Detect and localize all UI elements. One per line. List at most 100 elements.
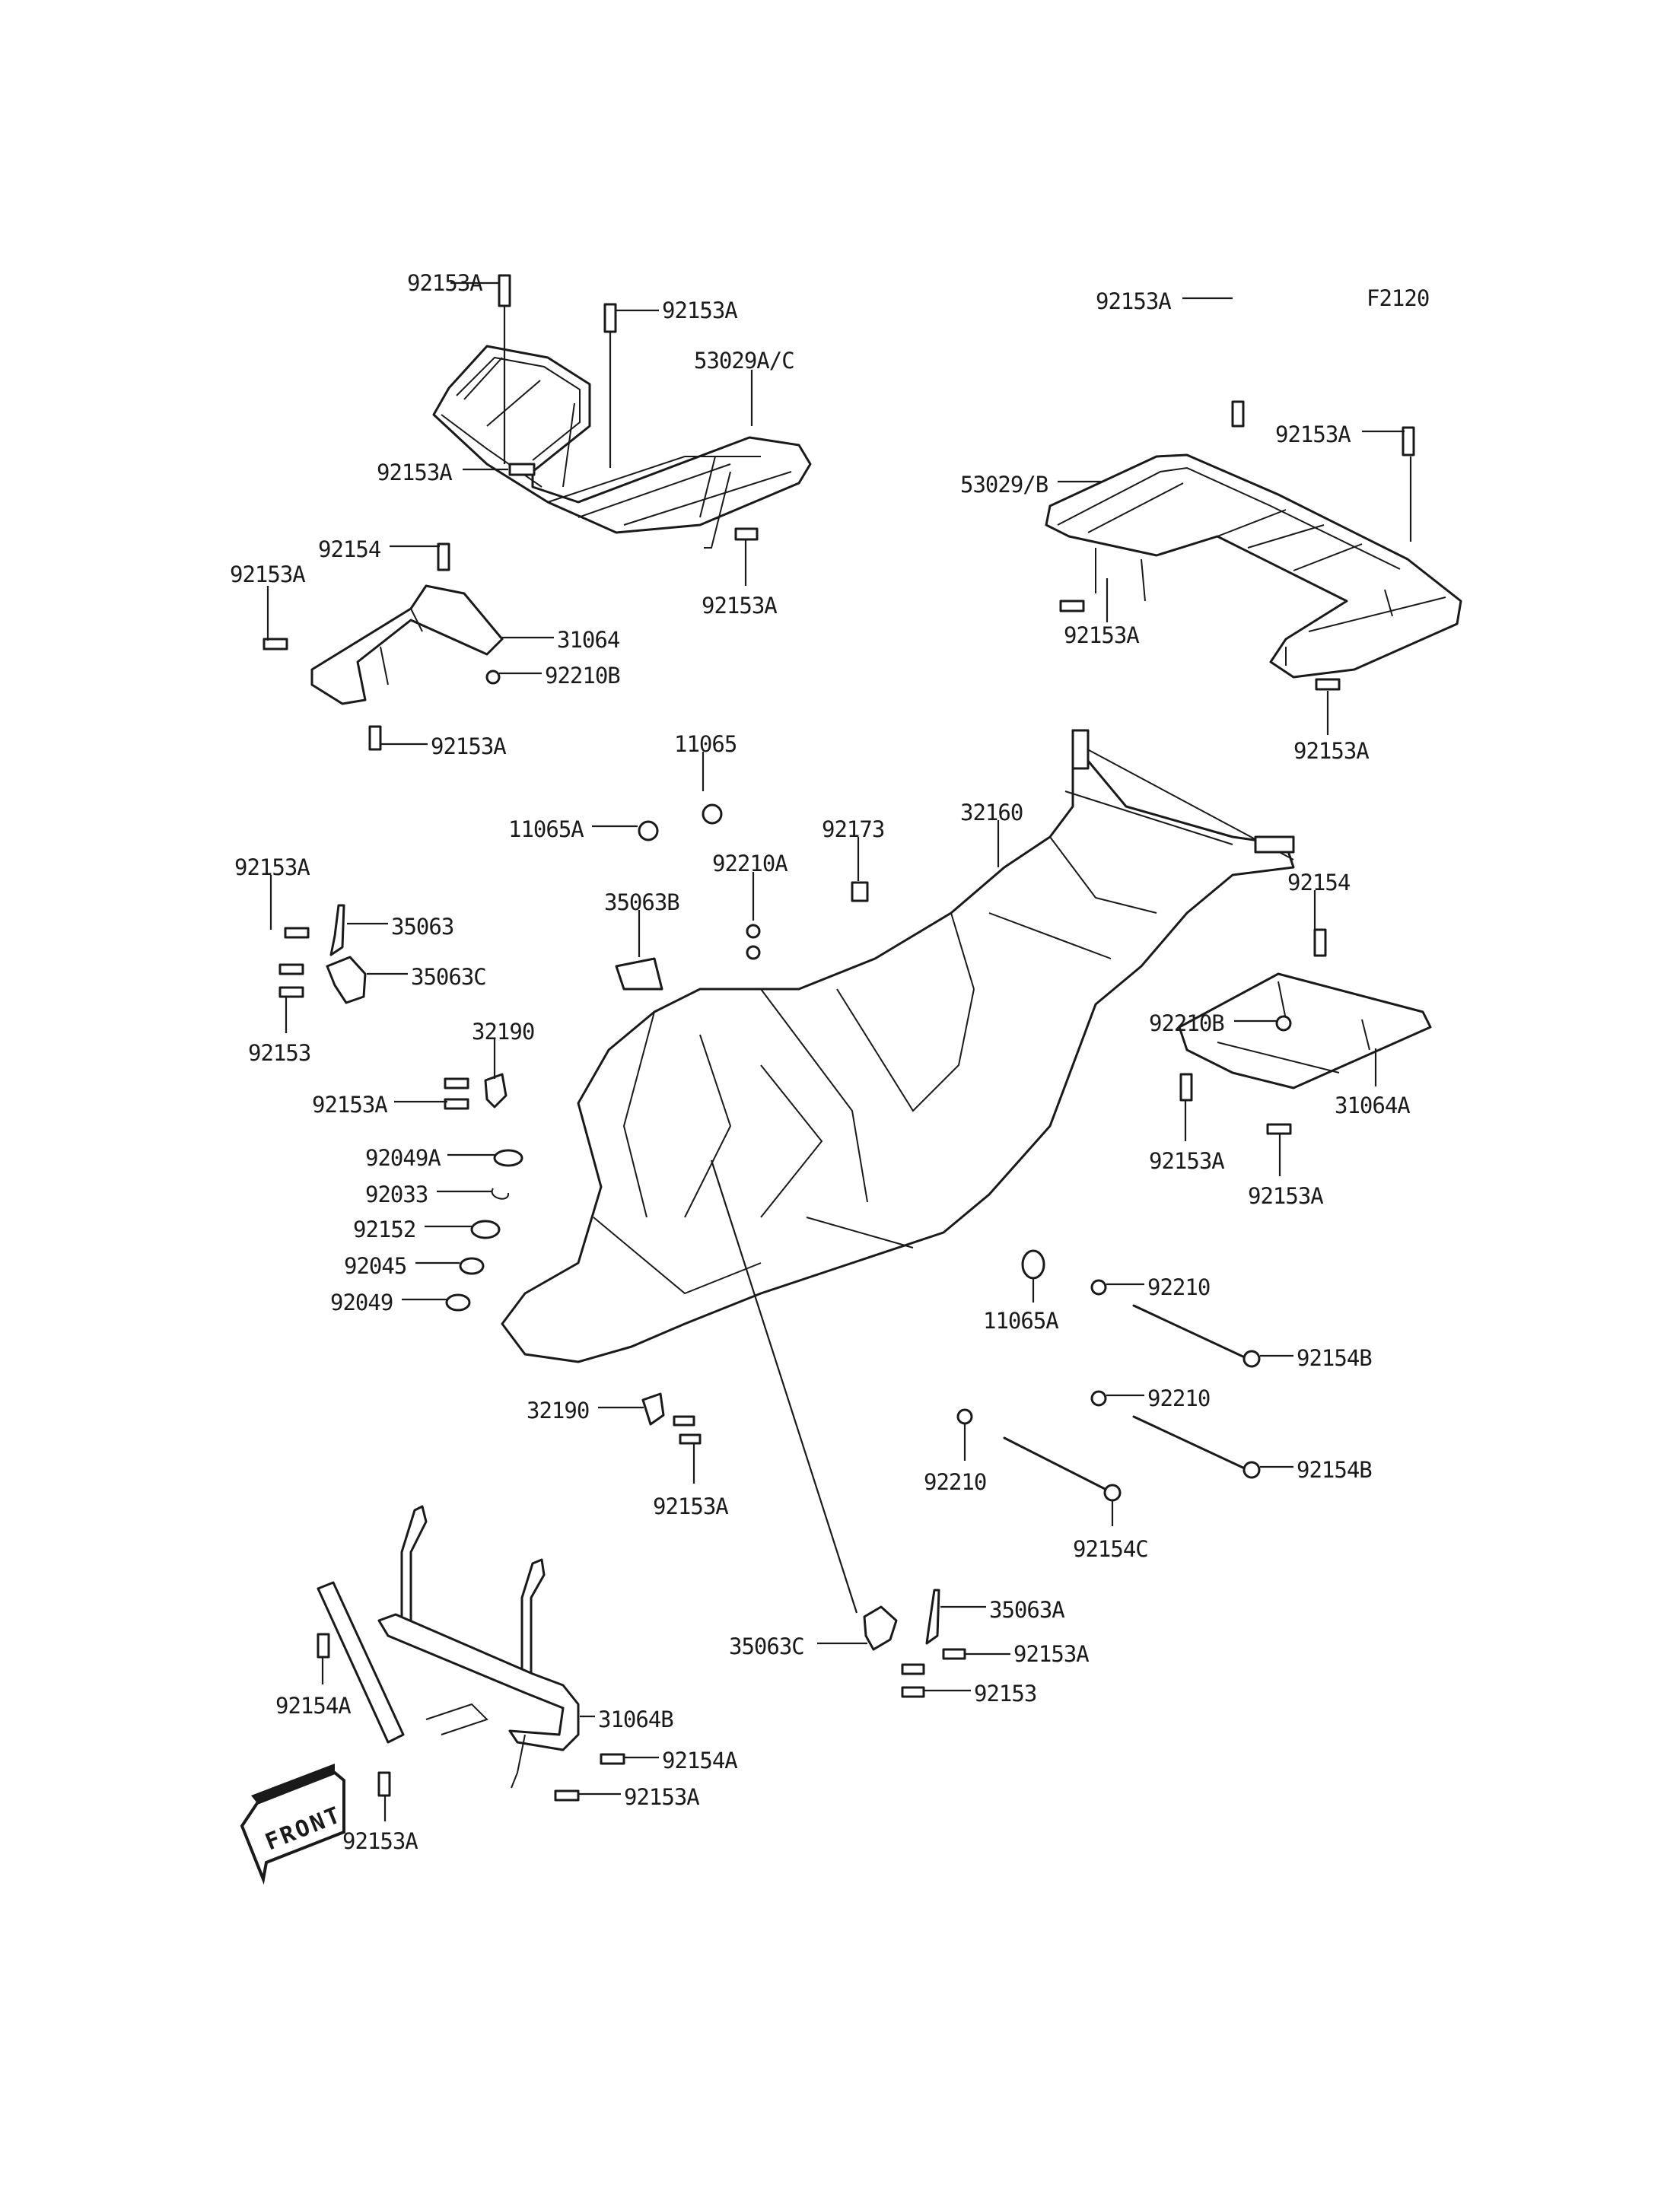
part-label[interactable]: 92210 bbox=[1147, 1274, 1211, 1300]
part-label[interactable]: 92173 bbox=[822, 816, 885, 842]
part-label[interactable]: 92210A bbox=[712, 851, 788, 876]
part-label[interactable]: 92153A bbox=[377, 460, 453, 485]
nut-icon bbox=[746, 945, 761, 960]
part-label[interactable]: 92153A bbox=[662, 297, 738, 323]
bolt-head-icon bbox=[1242, 1461, 1261, 1479]
bolt-icon bbox=[444, 1098, 469, 1110]
part-label[interactable]: 92154B bbox=[1297, 1457, 1373, 1483]
part-label[interactable]: 92153 bbox=[974, 1681, 1037, 1707]
part-label[interactable]: 92045 bbox=[344, 1253, 407, 1279]
part-label[interactable]: 92153A bbox=[342, 1828, 418, 1854]
grommet-icon bbox=[702, 803, 723, 825]
part-label[interactable]: 92153 bbox=[248, 1040, 311, 1066]
part-label[interactable]: 92154A bbox=[275, 1693, 352, 1719]
bolt-icon bbox=[368, 725, 382, 751]
bolt-icon bbox=[437, 542, 450, 571]
part-label[interactable]: 92154B bbox=[1297, 1345, 1373, 1371]
bolt-icon bbox=[679, 1433, 702, 1445]
part-label[interactable]: 35063 bbox=[391, 914, 454, 940]
part-label[interactable]: 92153A bbox=[312, 1092, 388, 1118]
front-arrow-icon: FRONT bbox=[240, 1764, 346, 1885]
front-bumper bbox=[317, 1505, 625, 1802]
part-label[interactable]: 92152 bbox=[353, 1217, 416, 1242]
bolt-icon bbox=[284, 927, 310, 939]
part-label[interactable]: 11065 bbox=[674, 731, 737, 757]
part-label[interactable]: 92049A bbox=[365, 1145, 441, 1171]
part-label[interactable]: 92153A bbox=[1064, 622, 1140, 648]
bracket-32190-lower bbox=[641, 1392, 665, 1426]
bolt-group-front-carrier bbox=[498, 274, 759, 541]
bolt-icon bbox=[278, 986, 304, 998]
part-label[interactable]: 35063C bbox=[729, 1633, 805, 1659]
part-label[interactable]: 92153A bbox=[230, 561, 306, 587]
frame-tube-end bbox=[1071, 729, 1090, 770]
bracket-35063c bbox=[326, 956, 367, 1004]
part-label[interactable]: 92154C bbox=[1073, 1536, 1149, 1562]
part-label[interactable]: 92210B bbox=[545, 663, 621, 689]
nut-icon bbox=[445, 1293, 471, 1312]
part-label[interactable]: 92049 bbox=[330, 1290, 393, 1315]
part-label[interactable]: 92210 bbox=[1147, 1385, 1211, 1411]
nut-icon bbox=[1090, 1390, 1107, 1407]
part-label[interactable]: 92154 bbox=[318, 536, 382, 562]
part-label[interactable]: 35063A bbox=[989, 1597, 1065, 1623]
bolt-icon bbox=[1231, 400, 1245, 428]
front-carrier bbox=[432, 345, 812, 549]
part-label[interactable]: 92153A bbox=[1149, 1148, 1225, 1174]
bolt-icon bbox=[554, 1789, 580, 1802]
part-label[interactable]: 92153A bbox=[1096, 288, 1172, 314]
part-label[interactable]: 92153A bbox=[1248, 1183, 1324, 1209]
part-label[interactable]: 92153A bbox=[702, 593, 778, 619]
part-label[interactable]: 92033 bbox=[365, 1182, 428, 1207]
bolt-icon bbox=[444, 1077, 469, 1089]
part-label[interactable]: 53029/B bbox=[960, 472, 1049, 498]
bracket-31064 bbox=[262, 542, 504, 751]
diagram-code: F2120 bbox=[1367, 285, 1429, 311]
part-label[interactable]: 35063C bbox=[411, 964, 487, 990]
bracket-35063c-lower bbox=[863, 1605, 898, 1651]
bolt-head-icon bbox=[1242, 1350, 1261, 1368]
nut-icon bbox=[459, 1257, 485, 1275]
small-parts-left bbox=[278, 904, 523, 1312]
leader-lines bbox=[266, 282, 1412, 1821]
part-label[interactable]: 53029A/C bbox=[694, 348, 795, 374]
part-label[interactable]: 32190 bbox=[472, 1019, 535, 1045]
bracket-31064a bbox=[1178, 928, 1432, 1135]
bracket-35063a bbox=[925, 1589, 940, 1645]
part-labels: 92153A92153A53029A/C92153A9215492153A921… bbox=[230, 270, 1411, 1854]
part-label[interactable]: 92153A bbox=[234, 854, 310, 880]
part-label[interactable]: 31064A bbox=[1335, 1093, 1411, 1118]
part-label[interactable]: 11065A bbox=[508, 816, 584, 842]
part-label[interactable]: 35063B bbox=[604, 889, 680, 915]
nut-icon bbox=[1275, 1015, 1292, 1032]
part-label[interactable]: 32190 bbox=[527, 1398, 590, 1423]
part-label[interactable]: 92154 bbox=[1287, 870, 1351, 895]
bolt-icon bbox=[942, 1648, 966, 1660]
part-label[interactable]: 92153A bbox=[653, 1493, 729, 1519]
bolt-icon bbox=[1179, 1073, 1193, 1102]
part-label[interactable]: 31064B bbox=[598, 1707, 674, 1732]
bolt-icon bbox=[901, 1663, 925, 1675]
part-label[interactable]: 92210B bbox=[1149, 1010, 1225, 1036]
clamp-icon bbox=[851, 881, 869, 902]
part-label[interactable]: 92153A bbox=[431, 733, 507, 759]
part-label[interactable]: 31064 bbox=[557, 627, 621, 653]
bolt-icon bbox=[1266, 1123, 1292, 1135]
part-label[interactable]: 92153A bbox=[407, 270, 483, 296]
nut-icon bbox=[485, 670, 501, 685]
part-label[interactable]: 92210 bbox=[924, 1469, 987, 1495]
part-label[interactable]: 11065A bbox=[983, 1308, 1059, 1334]
part-label[interactable]: 92153A bbox=[624, 1784, 700, 1810]
bracket-32190 bbox=[484, 1073, 508, 1109]
small-parts-center bbox=[615, 803, 869, 991]
collar-icon bbox=[493, 1149, 523, 1167]
part-label[interactable]: 92153A bbox=[1013, 1641, 1090, 1667]
part-label[interactable]: 92153A bbox=[1293, 738, 1370, 764]
bolt-icon bbox=[600, 1753, 625, 1765]
part-label[interactable]: 92154A bbox=[662, 1748, 738, 1773]
part-label[interactable]: 92153A bbox=[1275, 421, 1351, 447]
part-label[interactable]: 32160 bbox=[960, 800, 1023, 825]
bolt-icon bbox=[734, 527, 759, 541]
rear-carrier bbox=[1045, 400, 1462, 691]
washer-icon bbox=[470, 1220, 501, 1239]
